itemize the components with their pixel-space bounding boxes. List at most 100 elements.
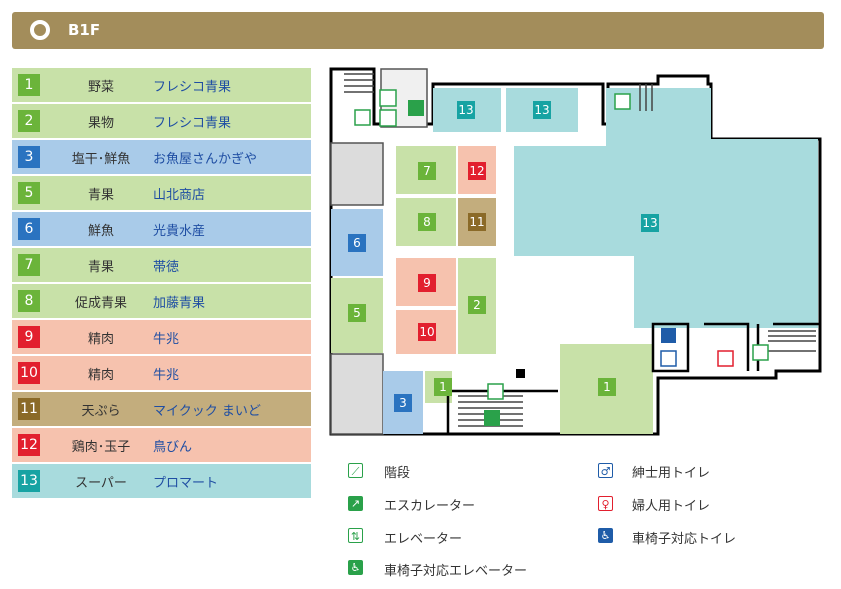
map-label-badge [434,378,452,396]
mens-toilet-label: 紳士用トイレ [632,466,711,481]
tenant-shop-link[interactable]: 鳥びん [153,440,193,455]
tenant-number-badge: 13 [18,470,40,492]
legend-row[interactable]: 11 天ぷら マイクック まいど [12,392,311,426]
map-label-badge [468,162,486,180]
tenant-number-badge: 9 [18,326,40,348]
tenant-category: 塩干･鮮魚 [71,152,131,167]
stairs-label: 階段 [384,466,411,481]
map-label-badge [418,323,436,341]
map-label-9: 9 [423,276,431,290]
map-label-6: 6 [353,236,361,250]
elevator-icon [379,109,397,127]
floor-map: 13 13 13 7 8 12 11 9 10 2 6 5 3 1 1 [329,67,822,436]
legend-row[interactable]: 12 鶏肉･玉子 鳥びん [12,428,311,462]
legend-row[interactable]: 2 果物 フレシコ青果 [12,104,311,138]
legend-row[interactable]: 1 野菜 フレシコ青果 [12,68,311,102]
tenant-category: スーパー [75,476,127,491]
accessible-toilet-label: 車椅子対応トイレ [632,532,737,547]
legend-row[interactable]: 13 スーパー プロマート [12,464,311,498]
floor-title: B1F [68,21,101,39]
tenant-shop-link[interactable]: 加藤青果 [153,296,206,311]
tenant-shop-link[interactable]: 山北商店 [153,188,206,203]
escalator-icon: ↗ [348,496,363,511]
elevator-label: エレベーター [384,532,463,547]
map-label-2: 2 [473,298,481,312]
accessible-toilet-icon: ♿ [598,528,613,543]
tenant-number-badge: 12 [18,434,40,456]
tenant-shop-link[interactable]: マイクック まいど [153,404,261,419]
tenant-shop-link[interactable]: プロマート [153,476,219,491]
stairs-icon [354,109,371,126]
tenant-shop-link[interactable]: 牛兆 [153,332,180,347]
tenant-number-badge: 2 [18,110,40,132]
service-area [330,142,384,206]
map-label-badge [641,214,659,232]
map-label-badge [348,234,366,252]
legend-row[interactable]: 6 鮮魚 光貴水産 [12,212,311,246]
map-label-1: 1 [603,380,611,394]
tenant-number-badge: 5 [18,182,40,204]
map-label-5: 5 [353,306,361,320]
tenant-shop-link[interactable]: 光貴水産 [153,224,206,239]
tenant-shop-link[interactable]: フレシコ青果 [153,80,232,95]
map-label-badge [468,213,486,231]
tenant-category: 果物 [87,116,114,131]
tenant-category: 天ぷら [81,404,121,419]
tenant-number-badge: 10 [18,362,40,384]
map-label-10: 10 [419,325,434,339]
womens-toilet-icon: ♀ [598,496,613,511]
tenant-category: 精肉 [87,368,114,383]
tenant-number-badge: 6 [18,218,40,240]
tenant-number-badge: 1 [18,74,40,96]
tenant-category: 促成青果 [74,296,127,311]
mens-toilet-icon: ♂ [598,463,613,478]
map-label-badge [598,378,616,396]
womens-toilet-label: 婦人用トイレ [632,499,711,514]
map-label-8: 8 [423,215,431,229]
tenant-category: 鶏肉･玉子 [71,440,131,455]
accessible-elevator-label: 車椅子対応エレベーター [384,564,528,579]
tenant-category: 鮮魚 [87,224,114,239]
accessible-toilet-icon [661,328,676,343]
service-area [330,353,384,435]
map-label-13: 13 [458,103,473,117]
map-label-13: 13 [642,216,657,230]
legend-row[interactable]: 5 青果 山北商店 [12,176,311,210]
map-label-badge [394,394,412,412]
map-label-badge [348,304,366,322]
tenant-shop-link[interactable]: お魚屋さんかぎや [153,152,258,167]
tenant-number-badge: 11 [18,398,40,420]
accessible-elevator-icon [408,100,424,116]
elevator-icon [379,89,397,107]
legend-row[interactable]: 10 精肉 牛兆 [12,356,311,390]
map-label-13: 13 [534,103,549,117]
tenant-category: 野菜 [87,80,114,95]
tenant-shop-link[interactable]: 帯徳 [153,260,180,275]
map-label-badge [533,101,551,119]
legend-row[interactable]: 8 促成青果 加藤青果 [12,284,311,318]
escalator-icon [484,410,500,426]
map-label-1: 1 [439,380,447,394]
tenant-shop-link[interactable]: 牛兆 [153,368,180,383]
map-label-badge [468,296,486,314]
floor-header: B1F [12,12,824,49]
map-label-3: 3 [399,396,407,410]
stairs-icon: ⟋ [348,463,363,478]
map-label-12: 12 [469,164,484,178]
tenant-number-badge: 8 [18,290,40,312]
stairs-icon [752,344,769,361]
shop-area-13[interactable] [514,88,818,328]
stairs-icon [614,93,631,110]
tenant-number-badge: 3 [18,146,40,168]
legend-row[interactable]: 3 塩干･鮮魚 お魚屋さんかぎや [12,140,311,174]
womens-toilet-icon [717,350,734,367]
tenant-shop-link[interactable]: フレシコ青果 [153,116,232,131]
floor-circle-icon [30,20,50,40]
elevator-icon: ⇅ [348,528,363,543]
tenant-category: 青果 [87,188,114,203]
map-label-7: 7 [423,164,431,178]
tenant-category: 青果 [87,260,114,275]
